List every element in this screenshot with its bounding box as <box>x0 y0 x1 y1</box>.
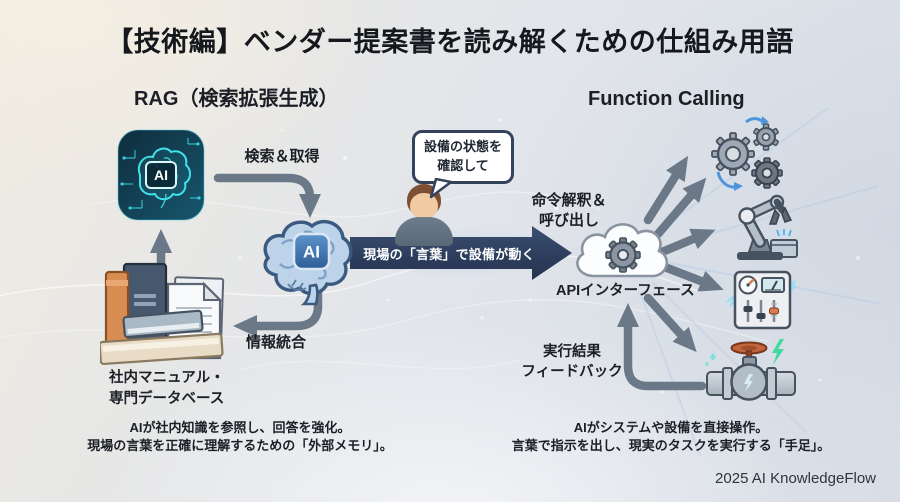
call-label: 命令解釈＆ 呼び出し <box>516 191 622 232</box>
cloud-gear <box>605 237 641 273</box>
rag-section-heading: RAG（検索拡張生成） <box>134 88 339 110</box>
footer-credit: 2025 AI KnowledgeFlow <box>715 470 876 487</box>
ai-brain-icon: AI <box>263 219 353 306</box>
knowledge-base-caption-line1: 社内マニュアル・ <box>109 370 225 386</box>
integrate-arrow-label: 情報統合 <box>245 334 306 351</box>
person-face <box>410 193 438 219</box>
pipe-valve-icon <box>705 339 796 401</box>
api-interface-label: APIインターフェース <box>556 283 695 299</box>
feedback-label-line2: フィードバック <box>521 363 623 380</box>
gears-process-icon <box>711 116 783 191</box>
chip-ai-label: AI <box>154 167 168 183</box>
api-cloud-icon <box>576 223 668 278</box>
rag-summary: AIが社内知識を参照し、回答を強化。 現場の言葉を正確に理解するための「外部メモ… <box>55 419 425 455</box>
function-calling-heading: Function Calling <box>588 88 745 110</box>
knowledge-base-books-icon <box>100 262 225 366</box>
rag-summary-line1: AIが社内知識を参照し、回答を強化。 <box>129 420 351 435</box>
robot-arm-icon <box>737 194 798 260</box>
feedback-label: 実行結果 フィードバック <box>518 343 626 382</box>
speech-bubble-line1: 設備の状態を <box>423 139 502 155</box>
speech-bubble: 設備の状態を 確認して <box>412 130 514 184</box>
fc-summary-line2: 言葉で指示を出し、現実のタスクを実行する「手足」。 <box>511 438 831 454</box>
rag-summary-line2: 現場の言葉を正確に理解するための「外部メモリ」。 <box>87 438 393 454</box>
retrieve-arrow-label: 検索＆取得 <box>244 148 320 165</box>
banner-text: 現場の「言葉」で設備が動く <box>363 246 535 262</box>
call-label-line1: 命令解釈＆ <box>531 192 607 209</box>
function-calling-summary: AIがシステムや設備を直接操作。 言葉で指示を出し、現実のタスクを実行する「手足… <box>488 419 854 455</box>
page-title: 【技術編】ベンダー提案書を読み解くための仕組み用語 <box>106 27 794 57</box>
worker-person-icon <box>392 184 454 246</box>
ai-chip-icon: AI <box>117 129 205 221</box>
fc-summary-line1: AIがシステムや設備を直接操作。 <box>573 420 769 435</box>
speech-bubble-tail <box>429 178 453 199</box>
brain-ai-label: AI <box>303 243 320 262</box>
control-panel-icon <box>726 270 796 330</box>
call-label-line2: 呼び出し <box>538 212 599 230</box>
knowledge-base-caption-line2: 専門データベース <box>109 391 225 408</box>
feedback-label-line1: 実行結果 <box>543 344 601 360</box>
knowledge-base-caption: 社内マニュアル・ 専門データベース <box>109 368 225 410</box>
speech-bubble-line2: 確認して <box>437 158 489 173</box>
person-body <box>395 217 453 246</box>
